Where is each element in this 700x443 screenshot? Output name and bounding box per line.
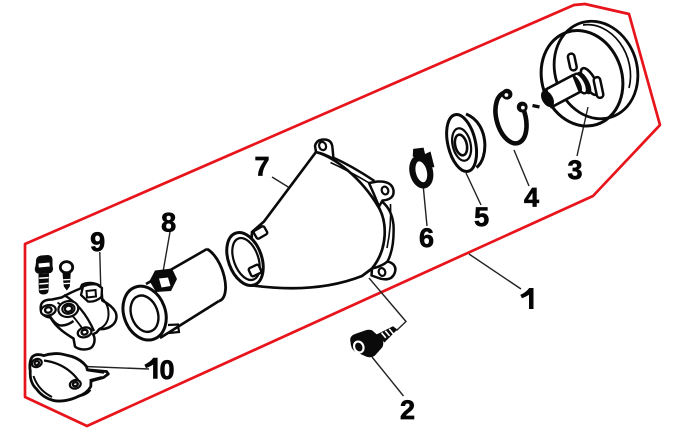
svg-text:3: 3 [567, 155, 582, 185]
svg-text:4: 4 [524, 183, 539, 213]
svg-text:0: 0 [159, 355, 174, 385]
svg-text:5: 5 [474, 202, 489, 232]
svg-text:6: 6 [419, 223, 434, 253]
svg-text:8: 8 [161, 208, 176, 238]
svg-text:7: 7 [254, 152, 269, 182]
svg-text:9: 9 [90, 227, 105, 257]
svg-text:2: 2 [400, 395, 415, 425]
